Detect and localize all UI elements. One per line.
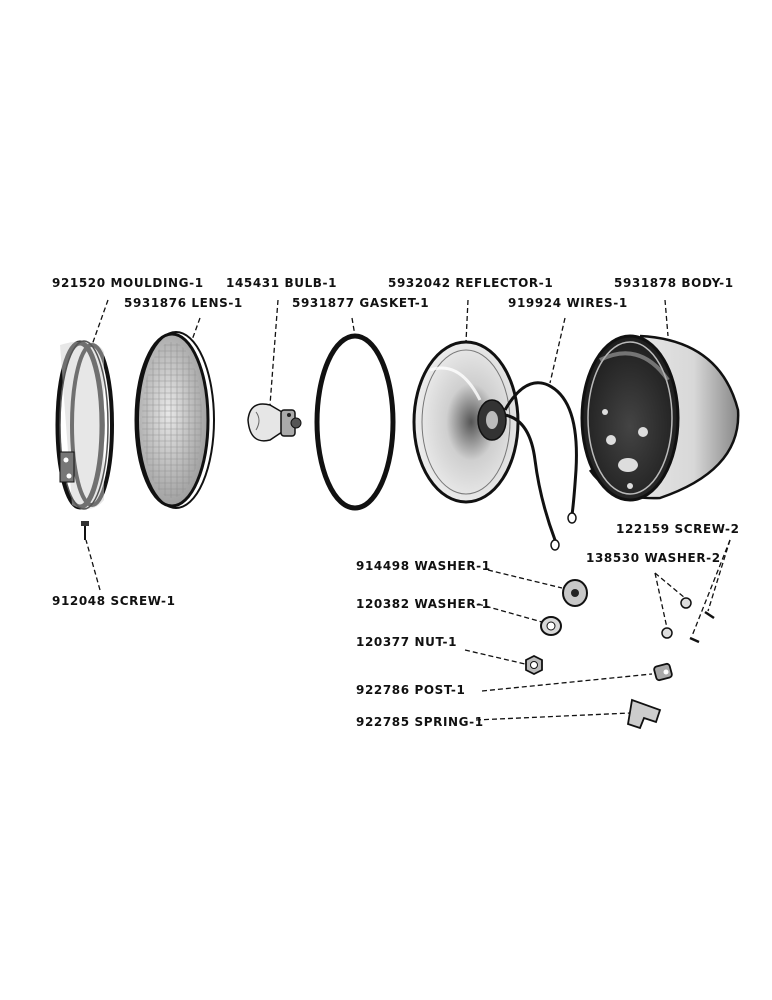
nut-120377 — [525, 654, 543, 676]
label-wires: 919924 WIRES-1 — [508, 296, 628, 310]
leader-lines — [85, 299, 731, 721]
label-post: 922786 POST-1 — [356, 683, 466, 697]
washer-914498 — [562, 579, 588, 607]
label-washer-914498: 914498 WASHER-1 — [356, 559, 491, 573]
lens — [134, 331, 215, 509]
moulding-ring — [55, 340, 114, 510]
post-922786 — [653, 662, 673, 682]
label-screw-body: 122159 SCREW-2 — [616, 522, 740, 536]
label-screw-moulding: 912048 SCREW-1 — [52, 594, 176, 608]
label-bulb: 145431 BULB-1 — [226, 276, 338, 290]
label-reflector: 5932042 REFLECTOR-1 — [388, 276, 554, 290]
screws-122159 — [689, 610, 715, 644]
spring-922785 — [626, 698, 662, 730]
wires — [503, 381, 578, 551]
bulb — [247, 403, 302, 442]
label-nut: 120377 NUT-1 — [356, 635, 458, 649]
label-body: 5931878 BODY-1 — [614, 276, 734, 290]
washer-120382 — [540, 616, 562, 636]
gasket — [314, 333, 396, 511]
label-moulding: 921520 MOULDING-1 — [52, 276, 204, 290]
washers-138530 — [661, 597, 692, 639]
label-gasket: 5931877 GASKET-1 — [292, 296, 430, 310]
label-washer-120382: 120382 WASHER-1 — [356, 597, 491, 611]
moulding-screw — [81, 521, 89, 540]
label-spring: 922785 SPRING-1 — [356, 715, 484, 729]
label-washer-body: 138530 WASHER-2 — [586, 551, 721, 565]
lamp-body — [580, 334, 740, 502]
label-lens: 5931876 LENS-1 — [124, 296, 243, 310]
reflector — [412, 340, 520, 504]
